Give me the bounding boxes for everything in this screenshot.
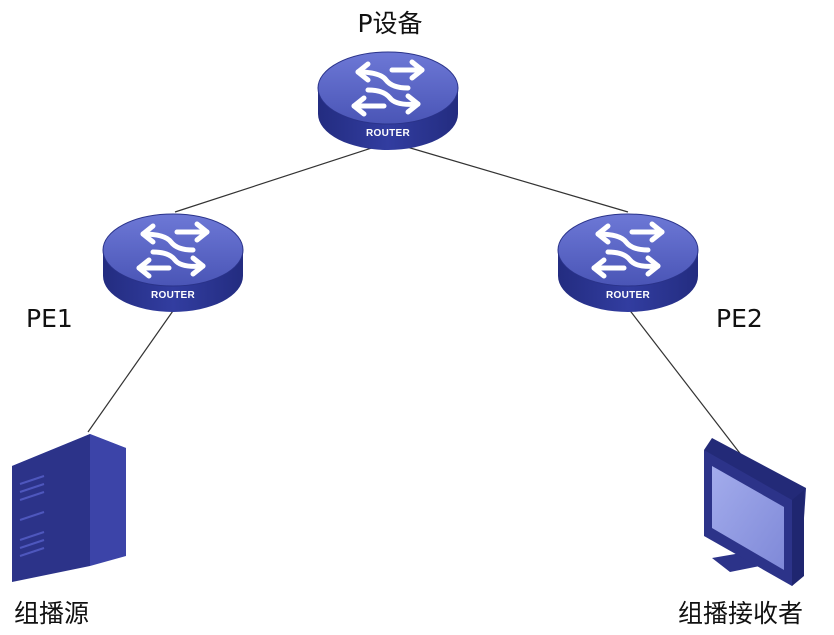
router-pe1-caption: ROUTER — [151, 290, 195, 301]
router-p-label: P设备 — [357, 9, 422, 38]
router-p[interactable]: ROUTER P设备 — [318, 9, 458, 150]
links-group — [87, 141, 743, 457]
router-pe2-label: PE2 — [716, 304, 763, 333]
router-pe2[interactable]: ROUTER PE2 — [558, 214, 763, 333]
router-pe1[interactable]: ROUTER PE1 — [26, 214, 243, 333]
link-pe2-receiver — [627, 307, 743, 457]
link-p-pe1 — [174, 141, 391, 213]
monitor-icon — [704, 438, 806, 586]
multicast-receiver-label: 组播接收者 — [678, 599, 803, 628]
multicast-source[interactable]: 组播源 — [12, 434, 126, 628]
link-p-pe2 — [389, 141, 629, 213]
router-p-caption: ROUTER — [366, 128, 410, 139]
server-icon — [12, 434, 126, 582]
link-pe1-source — [87, 307, 176, 433]
multicast-receiver[interactable]: 组播接收者 — [678, 438, 806, 628]
multicast-source-label: 组播源 — [14, 599, 89, 628]
router-pe2-caption: ROUTER — [606, 290, 650, 301]
router-pe1-label: PE1 — [26, 304, 73, 333]
